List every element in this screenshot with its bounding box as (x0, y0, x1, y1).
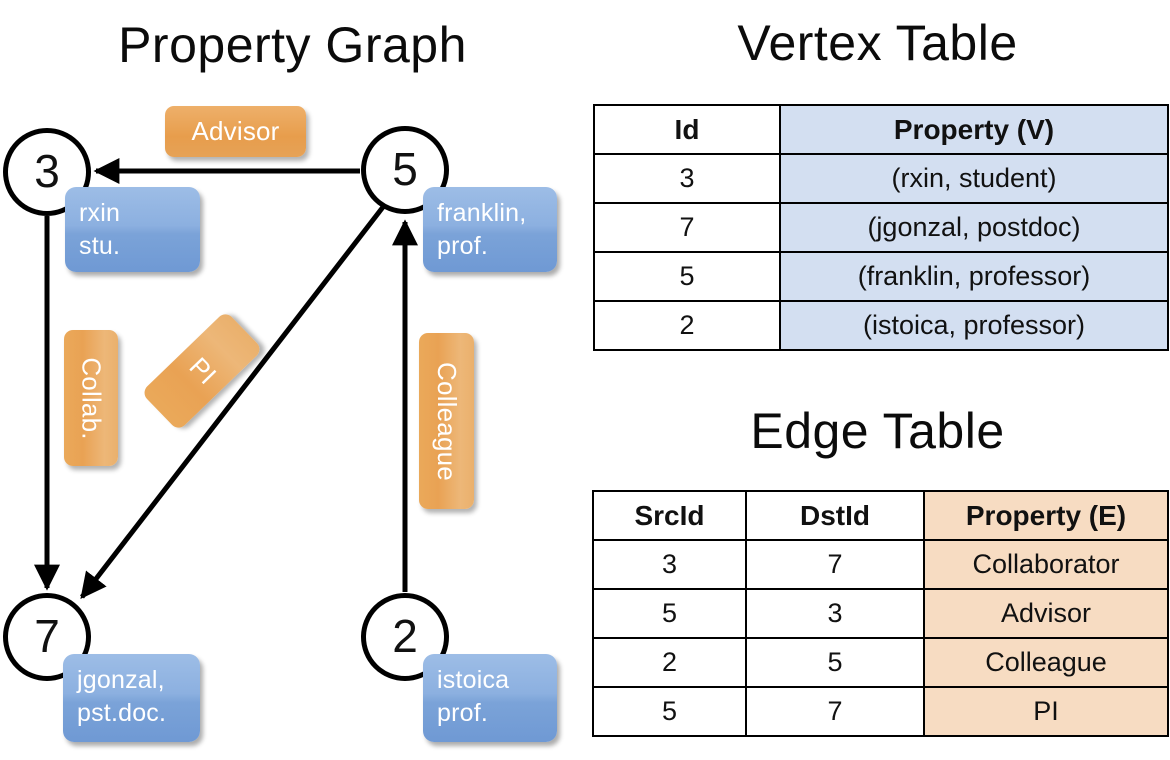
graph-node-5[interactable]: 5 (361, 126, 449, 214)
edge-table: SrcId DstId Property (E) 3 7 Collaborato… (592, 490, 1169, 737)
page-title-property-graph: Property Graph (118, 17, 467, 73)
table-row[interactable]: 5 (franklin, professor) (593, 251, 1169, 302)
edge-label-advisor-text: Advisor (191, 116, 280, 146)
vertex-table-header-row: Id Property (V) (593, 104, 1169, 155)
node-5-property-line2: prof. (437, 232, 489, 260)
vertex-row-2-property: (franklin, professor) (779, 251, 1169, 302)
vertex-row-1-id: 7 (593, 202, 781, 253)
vertex-row-1-property: (jgonzal, postdoc) (779, 202, 1169, 253)
edge-row-1-src: 5 (592, 588, 747, 639)
edge-row-2-property: Colleague (923, 637, 1169, 688)
node-2-property-line1: istoica (437, 666, 510, 694)
edge-table-header-dstid: DstId (745, 490, 925, 541)
edge-row-3-dst: 7 (745, 686, 925, 737)
edge-label-advisor: Advisor (165, 106, 306, 157)
property-graph-panel: 3 5 7 2 rxin stu. franklin, prof. jgonza… (3, 106, 557, 742)
node-3-property-line2: stu. (79, 232, 121, 260)
node-3-property-line1: rxin (79, 199, 121, 227)
graph-node-7-label: 7 (34, 610, 60, 662)
vertex-row-2-id: 5 (593, 251, 781, 302)
edge-row-0-property: Collaborator (923, 539, 1169, 590)
vertex-row-3-property: (istoica, professor) (779, 300, 1169, 351)
node-5-property-bubble: franklin, prof. (423, 187, 557, 272)
table-row[interactable]: 7 (jgonzal, postdoc) (593, 202, 1169, 253)
table-row[interactable]: 5 7 PI (592, 686, 1169, 737)
edge-table-header-property: Property (E) (923, 490, 1169, 541)
table-row[interactable]: 3 (rxin, student) (593, 153, 1169, 204)
node-2-property-line2: prof. (437, 699, 489, 727)
node-7-property-line2: pst.doc. (77, 699, 167, 727)
edge-row-0-src: 3 (592, 539, 747, 590)
page-title-edge-table: Edge Table (750, 403, 1005, 459)
edge-table-header-row: SrcId DstId Property (E) (592, 490, 1169, 541)
edge-label-collab: Collab. (64, 330, 118, 466)
node-3-property-bubble: rxin stu. (65, 187, 200, 272)
edge-label-pi-text: PI (182, 351, 222, 391)
edge-row-1-dst: 3 (745, 588, 925, 639)
vertex-row-0-id: 3 (593, 153, 781, 204)
page-title-vertex-table: Vertex Table (737, 15, 1018, 71)
edge-row-3-src: 5 (592, 686, 747, 737)
node-7-property-bubble: jgonzal, pst.doc. (63, 654, 200, 742)
edge-label-colleague: Colleague (419, 333, 474, 509)
graph-node-2-label: 2 (392, 610, 418, 662)
graph-node-5-label: 5 (392, 143, 418, 195)
graph-node-2[interactable]: 2 (361, 593, 449, 681)
edge-row-2-src: 2 (592, 637, 747, 688)
edge-row-2-dst: 5 (745, 637, 925, 688)
edge-row-3-property: PI (923, 686, 1169, 737)
node-2-property-bubble: istoica prof. (423, 654, 557, 742)
node-5-property-line1: franklin, (437, 199, 527, 227)
graph-edges-svg (34, 158, 418, 600)
edge-5-to-7 (80, 205, 385, 600)
edge-row-1-property: Advisor (923, 588, 1169, 639)
table-row[interactable]: 5 3 Advisor (592, 588, 1169, 639)
vertex-row-3-id: 2 (593, 300, 781, 351)
vertex-table-header-id: Id (593, 104, 781, 155)
node-7-property-line1: jgonzal, (77, 666, 165, 694)
table-row[interactable]: 2 5 Colleague (592, 637, 1169, 688)
edge-table-header-srcid: SrcId (592, 490, 747, 541)
vertex-table: Id Property (V) 3 (rxin, student) 7 (jgo… (593, 104, 1169, 351)
edge-label-collab-text: Collab. (76, 356, 107, 440)
edge-label-colleague-text: Colleague (432, 361, 463, 481)
table-row[interactable]: 2 (istoica, professor) (593, 300, 1169, 351)
vertex-row-0-property: (rxin, student) (779, 153, 1169, 204)
graph-node-3-label: 3 (34, 145, 60, 197)
table-row[interactable]: 3 7 Collaborator (592, 539, 1169, 590)
edge-row-0-dst: 7 (745, 539, 925, 590)
vertex-table-header-property: Property (V) (779, 104, 1169, 155)
